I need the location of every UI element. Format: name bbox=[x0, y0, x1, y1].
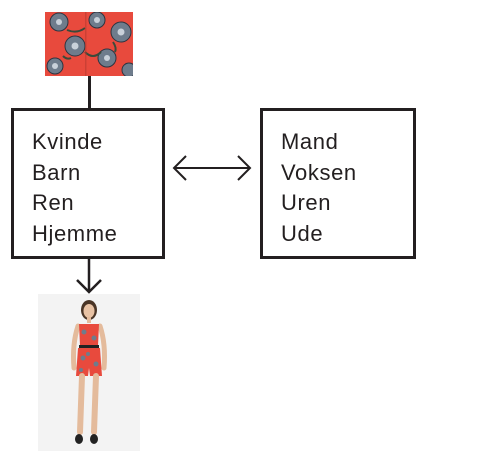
left-item-2: Barn bbox=[32, 158, 162, 189]
right-item-3: Uren bbox=[281, 188, 413, 219]
down-arrow-icon bbox=[74, 258, 104, 296]
model-photo bbox=[38, 294, 140, 451]
left-item-1: Kvinde bbox=[32, 127, 162, 158]
left-right-arrow-icon bbox=[170, 152, 254, 184]
right-item-4: Ude bbox=[281, 219, 413, 250]
fabric-swatch-image bbox=[45, 12, 133, 76]
right-category-box: Mand Voksen Uren Ude bbox=[260, 108, 416, 259]
left-category-box: Kvinde Barn Ren Hjemme bbox=[11, 108, 165, 259]
right-item-2: Voksen bbox=[281, 158, 413, 189]
connector-line bbox=[88, 76, 91, 109]
right-item-1: Mand bbox=[281, 127, 413, 158]
left-item-3: Ren bbox=[32, 188, 162, 219]
left-item-4: Hjemme bbox=[32, 219, 162, 250]
